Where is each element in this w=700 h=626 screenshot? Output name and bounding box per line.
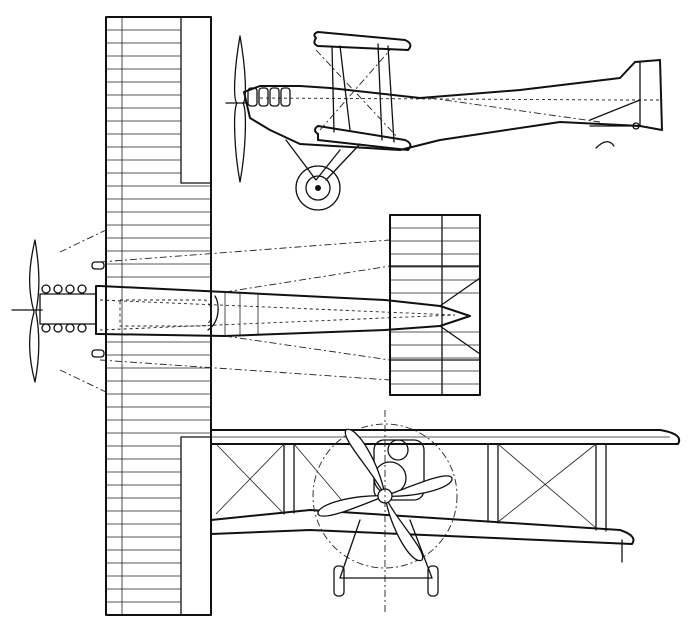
wheel-left: [333, 565, 345, 597]
interplane-struts-front: [283, 443, 607, 532]
propeller-plan: [28, 239, 40, 383]
thrust-line: [259, 97, 660, 101]
wheel-right: [427, 565, 439, 597]
undercarriage-side: [285, 139, 361, 181]
tail-skid: [595, 141, 615, 149]
fuselage-frame-lines: [99, 299, 456, 331]
front-view: [210, 410, 681, 615]
upper-wing-plan: [105, 16, 212, 616]
tailplane-ribs: [390, 227, 480, 385]
interplane-struts: [331, 43, 395, 143]
fuselage-plan: [95, 285, 471, 337]
propeller-side: [233, 35, 247, 183]
bracing-lines-plan: [59, 229, 391, 393]
aileron-top: [180, 16, 212, 184]
wheel-side: [295, 165, 341, 211]
top-view: [11, 16, 481, 616]
side-view: [225, 31, 663, 211]
propeller-disc: [312, 423, 458, 569]
engine-cylinders-plan: [39, 284, 97, 333]
fuselage-side: [243, 59, 663, 151]
lower-wing-front: [210, 509, 635, 545]
bracing-wires-front: [215, 443, 597, 529]
cockpit-outline: [119, 299, 213, 327]
lower-wing-side: [314, 125, 412, 151]
aileron-bottom: [180, 436, 212, 616]
propeller-front: [317, 428, 453, 562]
upper-wing-side: [313, 31, 412, 51]
upper-wing-front: [211, 429, 681, 445]
tailplane-plan: [389, 214, 481, 396]
engine-cylinders-side: [247, 87, 291, 107]
cockpit-rim: [207, 295, 219, 331]
wing-ribs: [106, 29, 211, 603]
